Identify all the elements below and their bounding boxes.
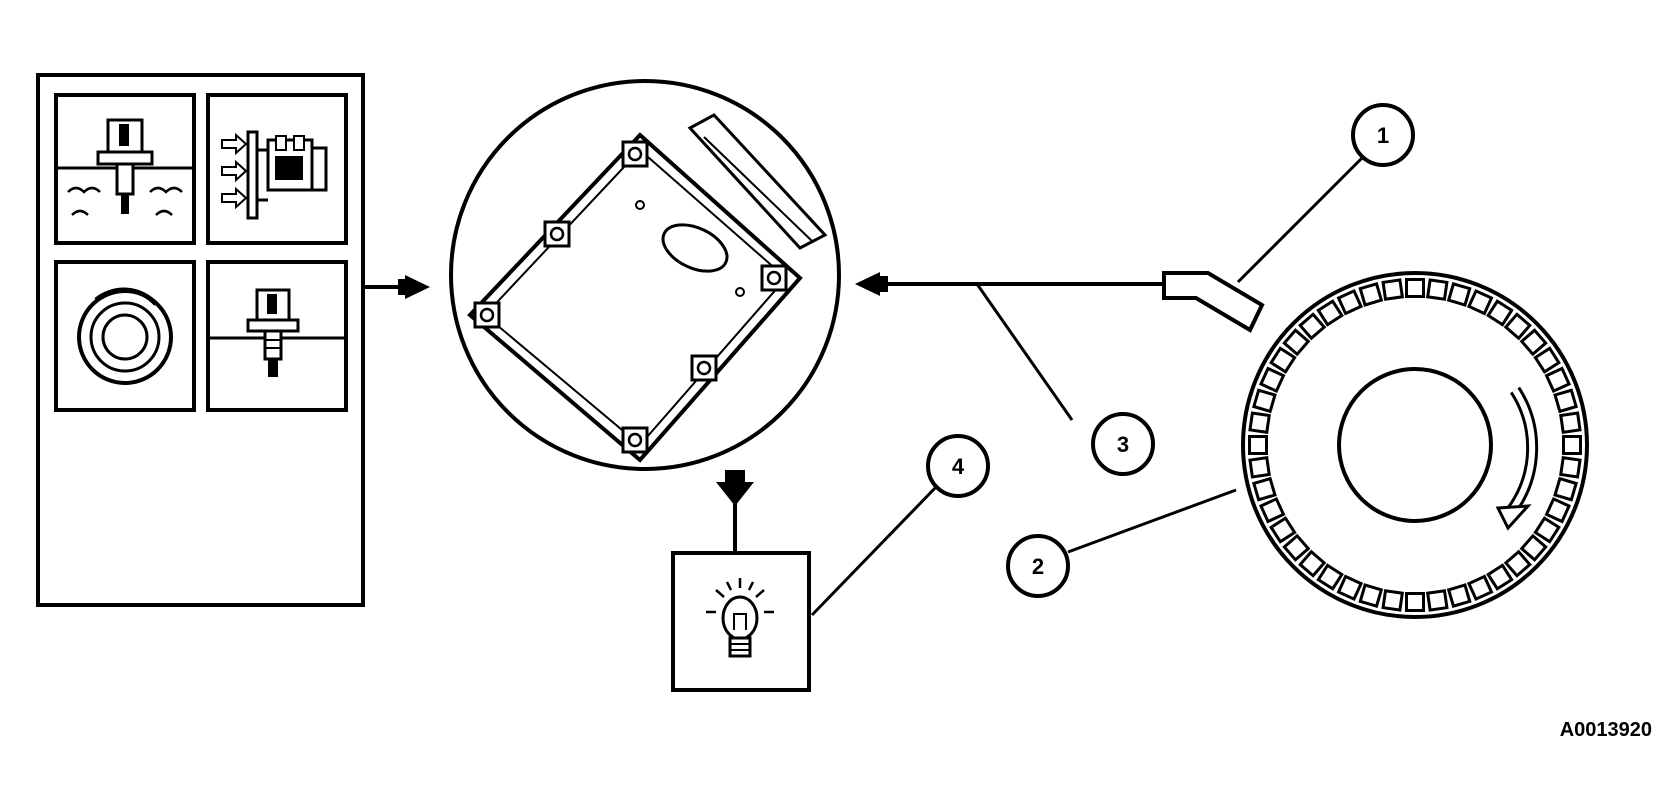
signal-arrow-input [363,275,430,299]
tone-ring-tooth [1559,455,1582,479]
tone-ring-tooth [1282,533,1311,562]
tone-ring-tooth [1446,583,1472,609]
tone-ring-teeth [1248,278,1582,612]
tone-ring-tooth [1466,574,1494,602]
tone-ring-tooth [1358,583,1384,609]
tone-ring-tooth [1336,574,1364,602]
tone-ring-tooth [1544,496,1572,524]
leader-line-1 [1236,148,1372,284]
leader-line-2 [1067,488,1237,554]
tone-ring-tooth [1258,366,1286,394]
tone-ring-tooth [1533,346,1561,374]
rotation-sensor-icon [54,260,196,412]
tone-ring-tooth [1503,312,1532,341]
tone-ring-tooth [1316,299,1344,327]
leader-line-4 [810,483,940,617]
signal-arrow-output [716,470,754,552]
callout-2-number: 2 [1032,554,1044,579]
callout-3-number: 3 [1117,432,1129,457]
tone-ring-tooth [1336,288,1364,316]
tone-ring-tooth [1316,563,1344,591]
tone-ring-wheel-icon [1241,271,1589,619]
fluid-level-sensor-icon [54,93,196,245]
leader-lines [810,148,1372,617]
warning-lamp-icon [671,551,811,692]
tone-ring-tooth [1269,516,1297,544]
tone-ring-tooth [1381,589,1405,612]
tone-ring-tooth [1251,388,1277,414]
pressure-switch-icon [206,260,348,412]
tone-ring-tooth [1562,435,1582,455]
tone-ring-tooth [1533,516,1561,544]
tone-ring-tooth [1446,281,1472,307]
callout-3: 3 [1091,412,1155,476]
tone-ring-tooth [1503,549,1532,578]
tone-ring-tooth [1269,346,1297,374]
tone-ring-tooth [1553,476,1579,502]
wheel-speed-sensor [1162,271,1265,333]
tone-ring-tooth [1405,278,1425,298]
air-flow-sensor-icon [206,93,348,245]
callout-4-number: 4 [952,454,965,479]
signal-arrow-wheel-sensor [855,272,1168,296]
control-module-icon [449,79,841,471]
tone-ring-tooth [1559,411,1582,435]
tone-ring-tooth [1486,563,1514,591]
tone-ring-tooth [1282,328,1311,357]
tone-ring-tooth [1544,366,1572,394]
tone-ring-tooth [1248,455,1271,479]
tone-ring-tooth [1298,312,1327,341]
callout-2: 2 [1006,534,1070,598]
tone-ring-tooth [1358,281,1384,307]
callout-1: 1 [1351,103,1415,167]
figure-id: A0013920 [1560,719,1652,741]
tone-ring-tooth [1381,278,1405,301]
tone-ring-tooth [1258,496,1286,524]
leader-line-3 [975,283,1074,421]
tone-ring-tooth [1425,278,1449,301]
tone-ring-tooth [1519,533,1548,562]
tone-ring-tooth [1553,388,1579,414]
tone-ring-tooth [1405,592,1425,612]
tone-ring-tooth [1251,476,1277,502]
tone-ring-tooth [1466,288,1494,316]
tone-ring-tooth [1519,328,1548,357]
tone-ring-tooth [1248,411,1271,435]
callout-1-number: 1 [1377,123,1389,148]
sensor-panel [36,73,365,607]
tone-ring-tooth [1425,589,1449,612]
tone-ring-tooth [1298,549,1327,578]
callout-4: 4 [926,434,990,498]
tone-ring-tooth [1248,435,1268,455]
tone-ring-tooth [1486,299,1514,327]
